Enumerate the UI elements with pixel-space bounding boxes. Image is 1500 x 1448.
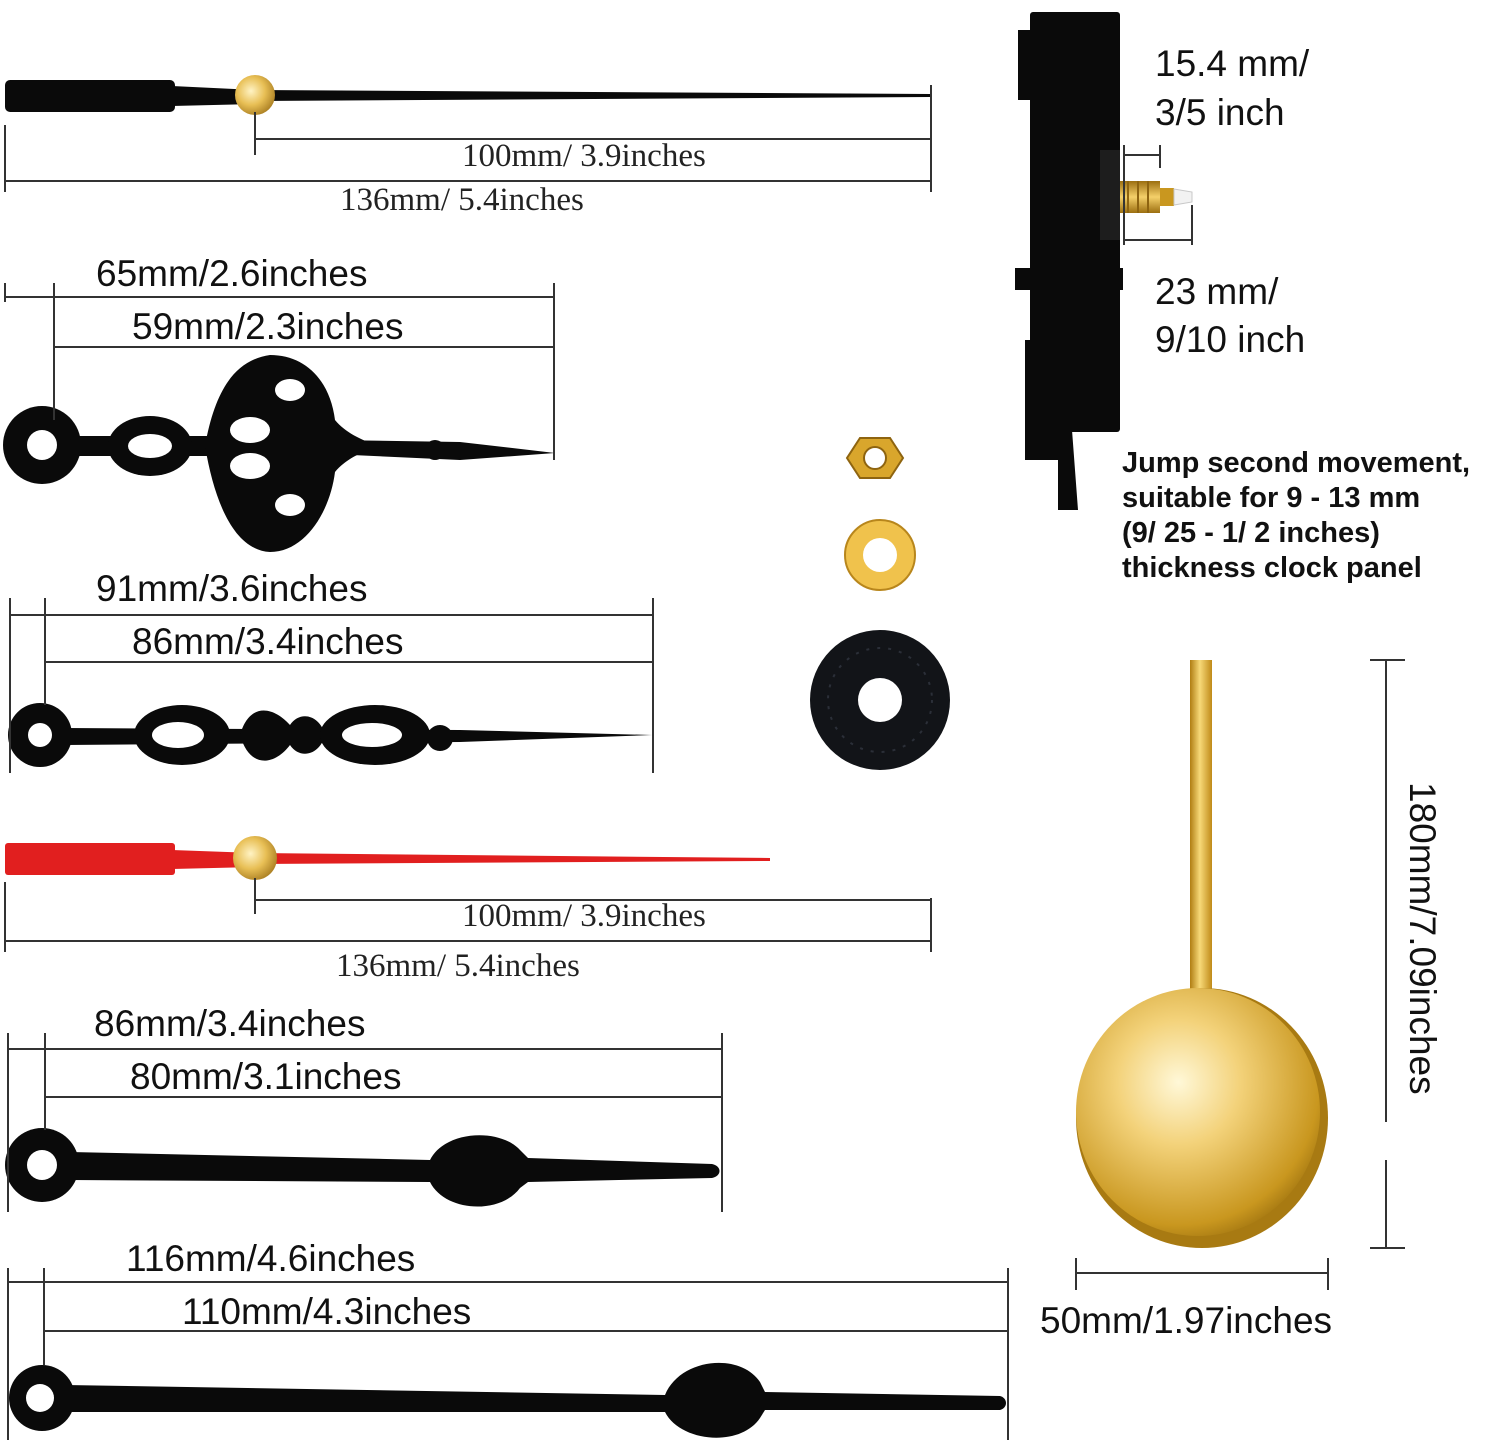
plain-hour-hand-total-label: 86mm/3.4inches: [94, 1003, 366, 1044]
pendulum-bob-diameter-label: 50mm/1.97inches: [1040, 1300, 1333, 1341]
second-hand-red-total-length-label: 136mm/ 5.4inches: [336, 948, 580, 984]
ornate-hour-hand-dimensions: [4, 283, 555, 460]
red-hand-pointer: [255, 853, 770, 864]
ornate-hour-hand-length-label: 59mm/2.3inches: [132, 306, 404, 347]
plain-minute-hand: [9, 1362, 1006, 1438]
pendulum-rod: [1190, 660, 1212, 1005]
plain-hour-hand: [5, 1128, 720, 1207]
movement-description-line2: suitable for 9 - 13 mm: [1122, 482, 1421, 514]
ornate-minute-hand-dimensions: [9, 598, 654, 773]
clock-movement: [1015, 12, 1123, 510]
movement-description-line4: thickness clock panel: [1122, 552, 1422, 584]
red-second-hand: [5, 836, 770, 880]
movement-description-line3: (9/ 25 - 1/ 2 inches): [1122, 517, 1380, 549]
second-hand-pointer: [255, 90, 930, 101]
plain-minute-hand-hole: [26, 1384, 54, 1412]
plain-minute-hand-total-label: 116mm/4.6inches: [126, 1238, 416, 1279]
movement-description-line1: Jump second movement,: [1122, 447, 1471, 479]
ornate-hour-hand-total-label: 65mm/2.6inches: [96, 253, 368, 294]
movement-thread-label-line2: 9/10 inch: [1155, 319, 1306, 360]
ornate-minute-hand: [8, 703, 652, 767]
movement-shaft-label-line1: 15.4 mm/: [1155, 43, 1310, 84]
second-hand-black-total-length-label: 136mm/ 5.4inches: [340, 182, 584, 218]
pendulum: [1076, 660, 1328, 1248]
pendulum-dimensions: [1075, 659, 1405, 1290]
movement-shaft: [1120, 181, 1193, 213]
plain-hour-hand-length-label: 80mm/3.1inches: [130, 1056, 402, 1097]
brass-hex-nut: [845, 437, 905, 479]
plain-hour-hand-dimensions: [7, 1033, 723, 1212]
second-hand-black-dimensions: [4, 85, 932, 192]
second-hand-red-dimensions: [4, 878, 932, 952]
plain-hour-hand-hole: [27, 1150, 57, 1180]
pendulum-bob: [1076, 988, 1320, 1236]
rubber-gasket: [810, 630, 950, 770]
second-hand-red-hand-length-label: 100mm/ 3.9inches: [462, 898, 706, 934]
movement-shaft-label-line2: 3/5 inch: [1155, 92, 1285, 133]
red-hand-counterweight: [5, 843, 175, 875]
ornate-hour-hand-cutouts: [27, 379, 305, 516]
ornate-minute-hand-total-label: 91mm/3.6inches: [96, 568, 368, 609]
ornate-minute-hand-cutouts: [28, 722, 402, 748]
movement-dimensions: [1123, 145, 1193, 245]
plain-minute-hand-length-label: 110mm/4.3inches: [182, 1291, 472, 1332]
red-hand-brass-cap: [233, 836, 277, 880]
second-hand-brass-cap: [235, 75, 275, 115]
brass-washer: [844, 519, 916, 591]
second-hand-neck: [172, 86, 255, 106]
pendulum-length-label: 180mm/7.09inches: [1402, 782, 1443, 1095]
plain-minute-hand-dimensions: [7, 1268, 1009, 1440]
ornate-minute-hand-length-label: 86mm/3.4inches: [132, 621, 404, 662]
movement-thread-label-line1: 23 mm/: [1155, 271, 1279, 312]
second-hand-counterweight: [5, 80, 175, 112]
second-hand-black-hand-length-label: 100mm/ 3.9inches: [462, 138, 706, 174]
black-second-hand: [5, 75, 930, 115]
